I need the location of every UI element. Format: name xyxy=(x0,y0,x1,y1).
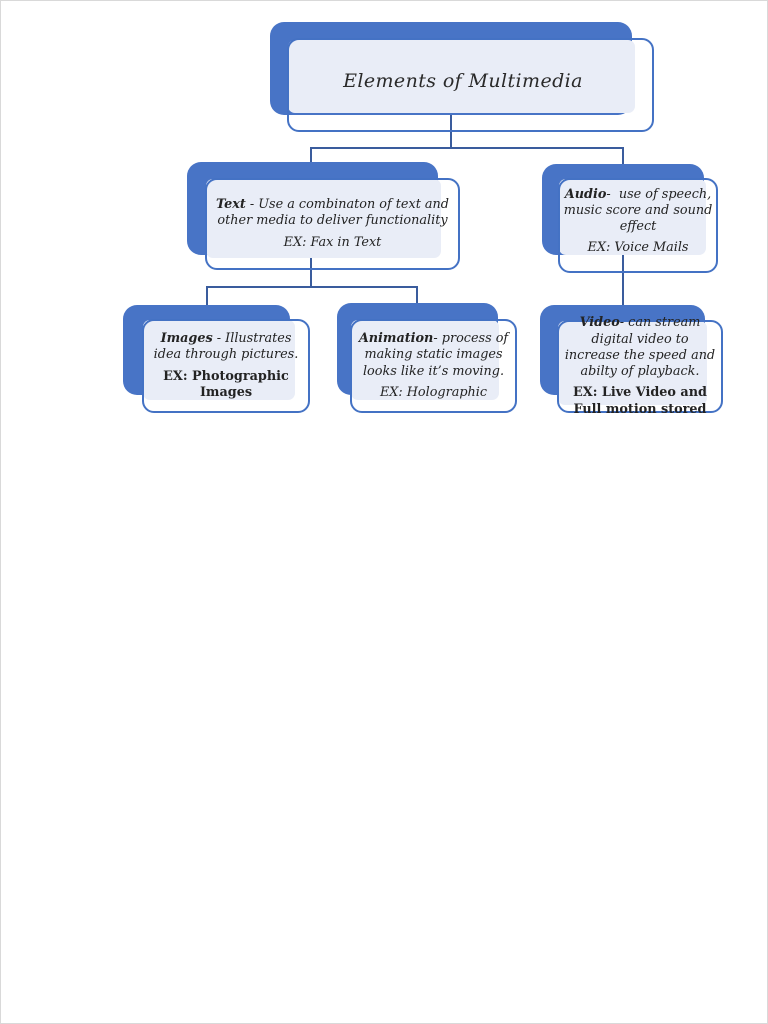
node-images-example: EX: Photographic Images xyxy=(163,368,289,400)
node-text-example: EX: Fax in Text xyxy=(283,234,382,250)
node-images-body: Images - Illustrates idea through pictur… xyxy=(150,331,302,364)
node-text-content: Text - Use a combinaton of text and othe… xyxy=(205,178,460,270)
node-animation-content: Animation- process of making static imag… xyxy=(350,319,517,413)
node-audio-fill-panel xyxy=(559,179,706,255)
node-animation-example: EX: Holographic xyxy=(379,384,488,400)
node-root-outline xyxy=(287,38,654,132)
node-images-term: Images xyxy=(160,331,213,346)
node-text-term: Text xyxy=(216,197,246,213)
node-video-body: Video- can stream digital video to incre… xyxy=(564,315,716,380)
node-audio-body: Audio- use of speech, music score and so… xyxy=(563,187,713,236)
connector-audio-video xyxy=(622,250,624,307)
node-animation-body: Animation- process of making static imag… xyxy=(358,331,509,380)
node-text-desc: - Use a combinaton of text and other med… xyxy=(217,197,449,229)
node-video-content: Video- can stream digital video to incre… xyxy=(557,315,723,416)
connector-level1-bar xyxy=(310,147,624,149)
node-video-term: Video xyxy=(579,315,620,331)
node-images-fill-panel xyxy=(143,320,295,400)
node-text-body: Text - Use a combinaton of text and othe… xyxy=(214,197,451,230)
node-animation-fill-panel xyxy=(351,320,499,400)
node-video-fill-panel xyxy=(558,321,707,405)
node-root-content: Elements of Multimedia xyxy=(287,34,639,128)
node-images-outline xyxy=(142,319,310,413)
node-root-fill-panel xyxy=(288,40,635,113)
node-text-fill-panel xyxy=(206,179,441,258)
connector-drop-animation xyxy=(416,286,418,305)
node-audio-content: Audio- use of speech, music score and so… xyxy=(558,174,718,269)
connector-drop-text xyxy=(310,147,312,164)
diagram-title: Elements of Multimedia xyxy=(343,69,583,92)
connector-text-stem xyxy=(310,258,312,288)
node-images-content: Images - Illustrates idea through pictur… xyxy=(142,319,310,413)
node-audio-term: Audio xyxy=(564,186,607,202)
node-animation-desc: - process of making static images looks … xyxy=(362,331,509,379)
connector-drop-images xyxy=(206,286,208,307)
node-text-outline xyxy=(205,178,460,270)
node-video-outline xyxy=(557,320,723,413)
connector-level2-bar xyxy=(206,286,418,288)
node-animation-term: Animation xyxy=(358,331,434,346)
node-audio-example: EX: Voice Mails xyxy=(587,240,689,256)
node-animation-outline xyxy=(350,319,517,413)
node-audio-desc: - use of speech, music score and sound e… xyxy=(563,186,713,235)
node-audio-outline xyxy=(558,178,718,273)
node-video-example: EX: Live Video and Full motion stored xyxy=(573,385,707,417)
node-images-desc: - Illustrates idea through pictures. xyxy=(153,331,299,363)
connector-drop-audio xyxy=(622,147,624,166)
node-video-desc: - can stream digital video to increase t… xyxy=(564,315,716,379)
